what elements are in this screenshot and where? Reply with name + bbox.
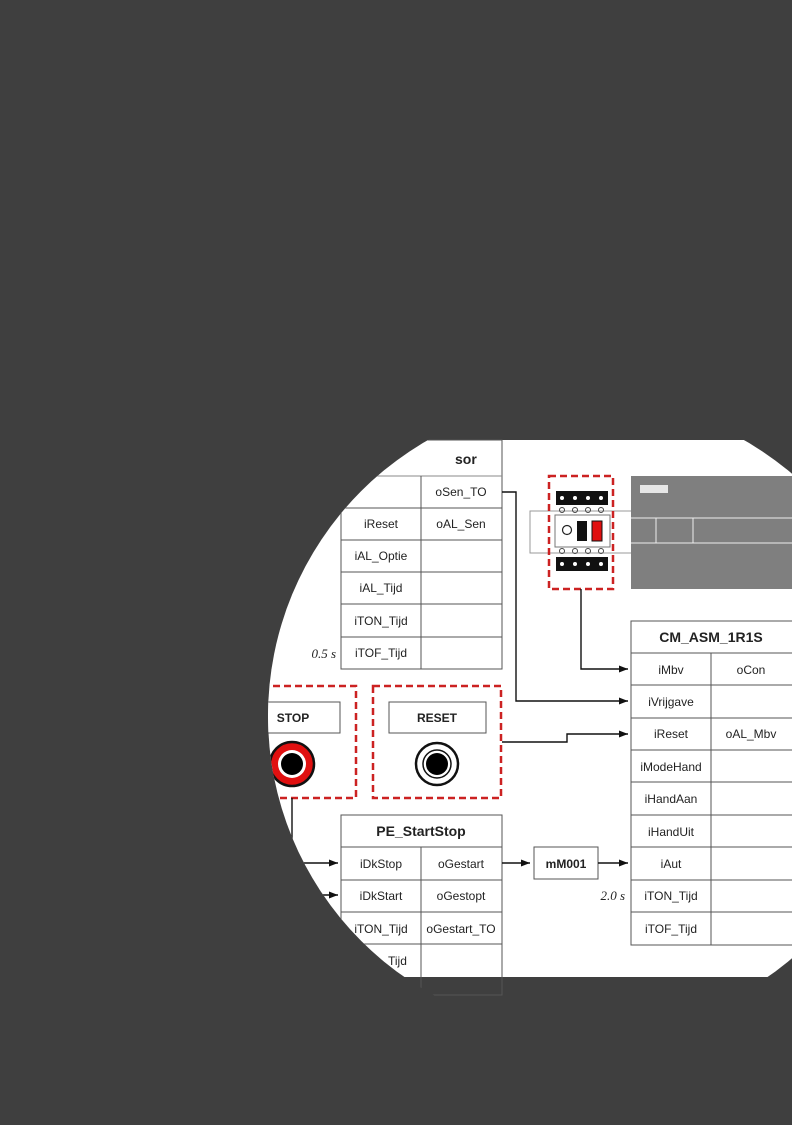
cm-in-handaan: iHandAan xyxy=(645,792,698,806)
cm-in-mbv: iMbv xyxy=(658,663,683,677)
pe-in-tof-tijd-partial: Tijd xyxy=(388,954,407,968)
pe-in-dkstart: iDkStart xyxy=(360,889,403,903)
cm-in-vrijgave: iVrijgave xyxy=(648,695,694,709)
sensor-in-al-tijd: iAL_Tijd xyxy=(360,581,403,595)
sensor-in-tof-tijd: iTOF_Tijd xyxy=(355,646,407,660)
memory-label: mM001 xyxy=(546,857,587,871)
sensor-in-al-optie: iAL_Optie xyxy=(355,549,408,563)
reset-button[interactable] xyxy=(414,741,460,787)
pe-in-ton-tijd: iTON_Tijd xyxy=(354,922,407,936)
cm-block-title: CM_ASM_1R1S xyxy=(659,629,762,645)
contactor-icon xyxy=(529,491,636,571)
cm-in-ton-tijd: iTON_Tijd xyxy=(644,889,697,903)
sensor-block-title: sor xyxy=(455,451,477,467)
stop-label: STOP xyxy=(277,711,309,725)
cm-block xyxy=(630,620,792,946)
pe-in-dkstop: iDkStop xyxy=(360,857,402,871)
stop-dashed-frame xyxy=(268,684,358,800)
cm-in-modehand: iModeHand xyxy=(640,760,701,774)
cm-in-handuit: iHandUit xyxy=(648,825,695,839)
sensor-in-ton-tijd: iTON_Tijd xyxy=(354,614,407,628)
wire-contactor-to-mbv xyxy=(580,589,628,673)
sensor-time-value: 0.5 s xyxy=(311,646,336,661)
cm-in-aut: iAut xyxy=(661,857,682,871)
pe-out-gestart-to: oGestart_TO xyxy=(426,922,495,936)
memory-box xyxy=(533,846,599,880)
pe-out-gestopt: oGestopt xyxy=(437,889,486,903)
stop-button[interactable] xyxy=(268,740,316,788)
pe-block-title: PE_StartStop xyxy=(376,823,465,839)
stop-label-box xyxy=(268,701,341,734)
pe-out-gestart: oGestart xyxy=(438,857,485,871)
cm-in-reset: iReset xyxy=(654,727,689,741)
cm-in-tof-tijd: iTOF_Tijd xyxy=(645,922,697,936)
control-panel-image xyxy=(631,476,792,589)
wire-sen-to-vrijgave xyxy=(502,491,628,705)
sensor-out-sen-to: oSen_TO xyxy=(435,485,486,499)
sensor-out-al-sen: oAL_Sen xyxy=(436,517,485,531)
reset-label-box xyxy=(388,701,487,734)
reset-label: RESET xyxy=(417,711,458,725)
wire-reset-button-to-reset xyxy=(502,730,628,743)
cm-out-con: oCon xyxy=(737,663,766,677)
reset-dashed-frame xyxy=(371,684,503,800)
cm-out-al-mbv: oAL_Mbv xyxy=(726,727,777,741)
magnified-lens: sor oSen_TO iReset oAL_Sen iAL_Optie iAL… xyxy=(268,439,792,996)
sensor-in-reset: iReset xyxy=(364,517,399,531)
cm-time-value: 2.0 s xyxy=(600,888,625,903)
